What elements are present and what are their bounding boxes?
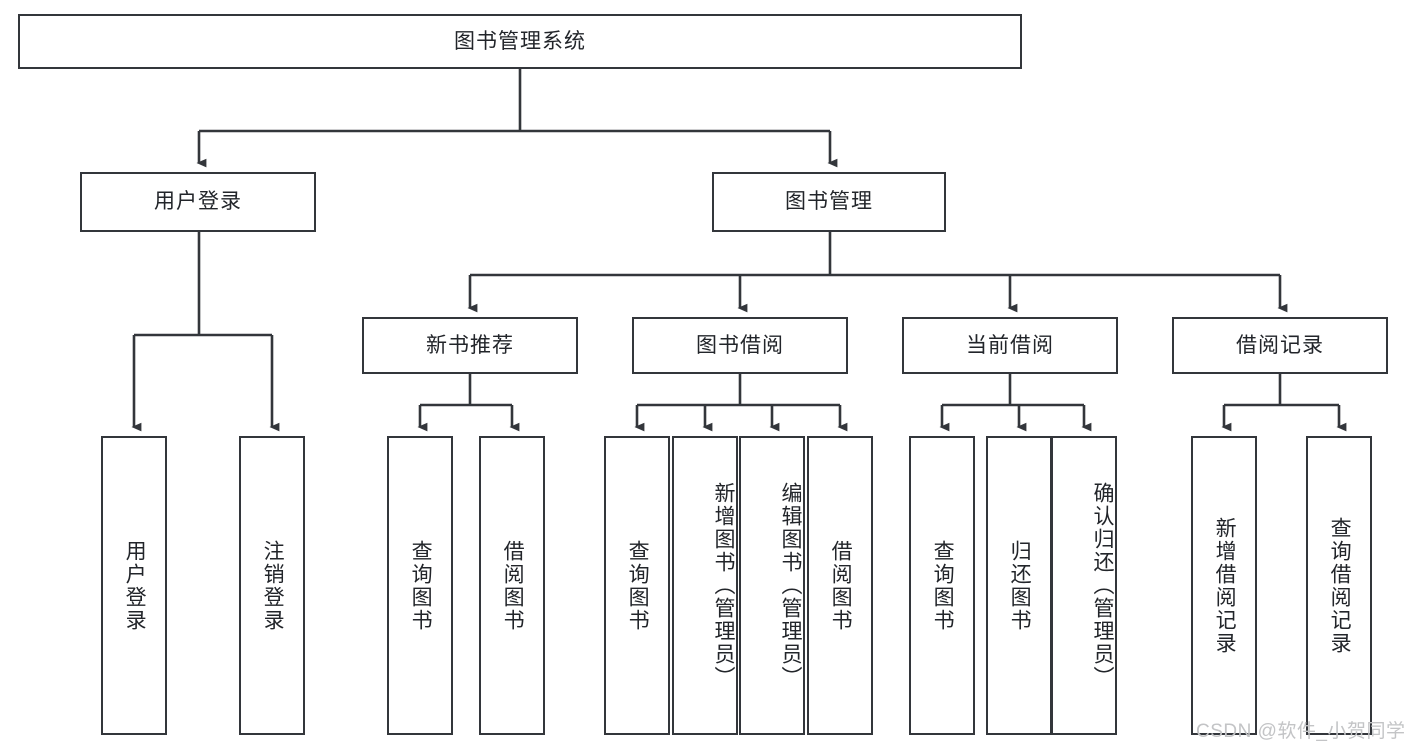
- leaf-edit-book[interactable]: 编辑图书（管理员）: [739, 436, 805, 735]
- leaf-borrow-book-label: 借阅图书: [829, 539, 853, 632]
- node-current-borrow-label: 当前借阅: [966, 333, 1054, 357]
- csdn-watermark: CSDN @软件_小贺同学: [1196, 721, 1405, 742]
- leaf-borrow-book[interactable]: 借阅图书: [807, 436, 873, 735]
- node-book-manage-label: 图书管理: [785, 190, 873, 214]
- leaf-borrow-book-rec-label: 借阅图书: [501, 539, 525, 632]
- leaf-return-book-label: 归还图书: [1008, 539, 1032, 632]
- node-book-manage[interactable]: 图书管理: [712, 172, 946, 232]
- node-user-login-label: 用户登录: [154, 190, 242, 214]
- leaf-confirm-return[interactable]: 确认归还（管理员）: [1051, 436, 1117, 735]
- leaf-add-record[interactable]: 新增借阅记录: [1191, 436, 1257, 735]
- leaf-query-book-borrow-label: 查询图书: [626, 539, 650, 632]
- leaf-query-book-rec-label: 查询图书: [409, 539, 433, 632]
- node-new-book-rec[interactable]: 新书推荐: [362, 317, 578, 374]
- node-root[interactable]: 图书管理系统: [18, 14, 1022, 69]
- leaf-logout-label: 注销登录: [261, 539, 285, 632]
- leaf-add-book-label: 新增图书（管理员）: [712, 482, 735, 689]
- leaf-query-book-rec[interactable]: 查询图书: [387, 436, 453, 735]
- node-root-label: 图书管理系统: [454, 29, 586, 53]
- node-borrow-record-label: 借阅记录: [1236, 333, 1324, 357]
- node-borrow-record[interactable]: 借阅记录: [1172, 317, 1388, 374]
- leaf-add-record-label: 新增借阅记录: [1213, 516, 1237, 655]
- leaf-user-login-label: 用户登录: [123, 539, 147, 632]
- leaf-confirm-return-label: 确认归还（管理员）: [1091, 482, 1114, 689]
- leaf-query-record-label: 查询借阅记录: [1328, 516, 1352, 655]
- leaf-return-book[interactable]: 归还图书: [986, 436, 1052, 735]
- node-book-borrow[interactable]: 图书借阅: [632, 317, 848, 374]
- leaf-query-record[interactable]: 查询借阅记录: [1306, 436, 1372, 735]
- node-new-book-rec-label: 新书推荐: [426, 333, 514, 357]
- leaf-logout[interactable]: 注销登录: [239, 436, 305, 735]
- leaf-query-book-cur-label: 查询图书: [931, 539, 955, 632]
- leaf-query-book-borrow[interactable]: 查询图书: [604, 436, 670, 735]
- node-user-login[interactable]: 用户登录: [80, 172, 316, 232]
- leaf-borrow-book-rec[interactable]: 借阅图书: [479, 436, 545, 735]
- node-book-borrow-label: 图书借阅: [696, 333, 784, 357]
- leaf-add-book[interactable]: 新增图书（管理员）: [672, 436, 738, 735]
- leaf-edit-book-label: 编辑图书（管理员）: [779, 482, 802, 689]
- leaf-query-book-cur[interactable]: 查询图书: [909, 436, 975, 735]
- node-current-borrow[interactable]: 当前借阅: [902, 317, 1118, 374]
- leaf-user-login[interactable]: 用户登录: [101, 436, 167, 735]
